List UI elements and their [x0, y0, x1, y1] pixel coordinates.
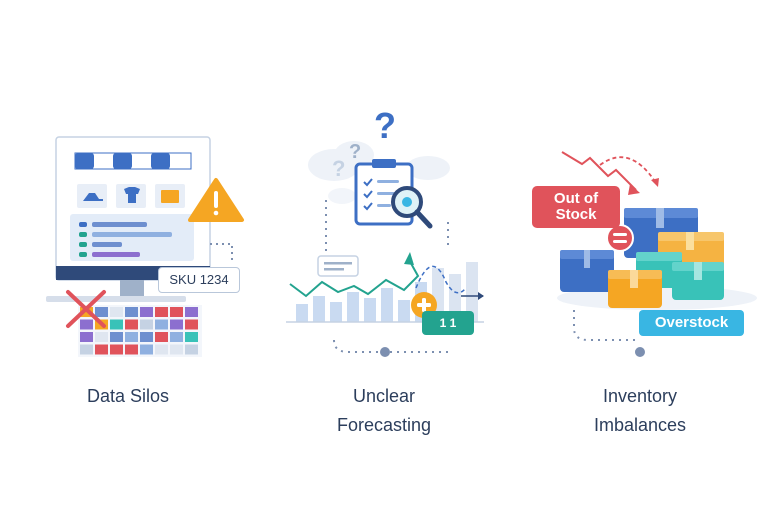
grid-cell [140, 319, 153, 330]
shoe-icon [83, 193, 103, 201]
monitor-stand [120, 280, 144, 296]
unclear-forecasting-illustration: ? ? ? [286, 105, 484, 357]
grid-cell [110, 307, 123, 317]
forecast-bar [330, 302, 342, 322]
out-of-stock-line: Out of [553, 190, 599, 207]
forecast-bar [296, 304, 308, 322]
box-icon [608, 270, 662, 308]
grid-cell [155, 332, 168, 342]
forecast-bar [449, 274, 461, 322]
grid-cell [170, 319, 183, 330]
inventory-imbalances-illustration [557, 151, 757, 357]
grid-cell [110, 344, 123, 355]
sku-tag: SKU 1234 [158, 267, 240, 293]
forecast-bar [313, 296, 325, 322]
grid-cell [140, 307, 153, 317]
grid-cell [95, 307, 108, 317]
count-tag: 1 1 [422, 311, 474, 335]
grid-cell [95, 332, 108, 342]
caption-inventory-imbalances: Inventory Imbalances [512, 382, 768, 440]
grid-cell [185, 319, 198, 330]
question-mark-icon: ? [374, 105, 396, 146]
overstock-tag: Overstock [639, 310, 744, 336]
grid-cell [155, 307, 168, 317]
question-mark-icon: ? [332, 156, 345, 181]
grid-cell [80, 319, 93, 330]
caption-data-silos: Data Silos [0, 382, 256, 411]
grid-cell [155, 319, 168, 330]
panel-unclear-forecasting: ? ? ? [256, 0, 512, 512]
out-of-stock-line: Stock [555, 206, 597, 223]
grid-cell [170, 307, 183, 317]
grid-cell [110, 319, 123, 330]
shirt-icon [124, 187, 140, 203]
box-icon [672, 262, 724, 300]
caption-line: Inventory [602, 386, 678, 406]
grid-cell [80, 344, 93, 355]
out-of-stock-tag: Out of Stock [532, 186, 620, 228]
monitor-base [46, 296, 186, 302]
equals-badge-icon [606, 224, 634, 252]
data-silos-illustration [46, 136, 244, 357]
panel-data-silos: SKU 1234 Data Silos [0, 0, 256, 512]
grid-cell [125, 332, 138, 342]
box-icon [161, 190, 179, 203]
magnifier-icon [391, 186, 433, 229]
forecast-bar [364, 298, 376, 322]
question-mark-icon: ? [349, 141, 361, 163]
grid-cell [125, 307, 138, 317]
grid-cell [185, 332, 198, 342]
grid-cell [95, 344, 108, 355]
forecast-bar [466, 262, 478, 322]
caption-line: Imbalances [593, 415, 687, 435]
forecast-bar [381, 288, 393, 322]
grid-cell [170, 332, 183, 342]
grid-cell [125, 319, 138, 330]
box-icon [560, 250, 614, 292]
caption-unclear-forecasting: Unclear Forecasting [256, 382, 512, 440]
grid-cell [80, 332, 93, 342]
grid-cell [185, 307, 198, 317]
storefront-icon [74, 152, 192, 170]
grid-cell [155, 344, 168, 355]
forecast-bar [398, 300, 410, 322]
panel-inventory-imbalances: Out of Stock Overstock Inventory Imbalan… [512, 0, 768, 512]
grid-cell [110, 332, 123, 342]
grid-cell [125, 344, 138, 355]
forecast-bar [347, 292, 359, 322]
grid-cell [185, 344, 198, 355]
caption-line: Data Silos [86, 386, 170, 406]
error-x-icon [66, 290, 106, 328]
grid-cell [170, 344, 183, 355]
caption-line: Unclear [352, 386, 416, 406]
grid-cell [140, 344, 153, 355]
grid-cell [140, 332, 153, 342]
warning-icon [188, 178, 244, 222]
caption-line: Forecasting [336, 415, 432, 435]
